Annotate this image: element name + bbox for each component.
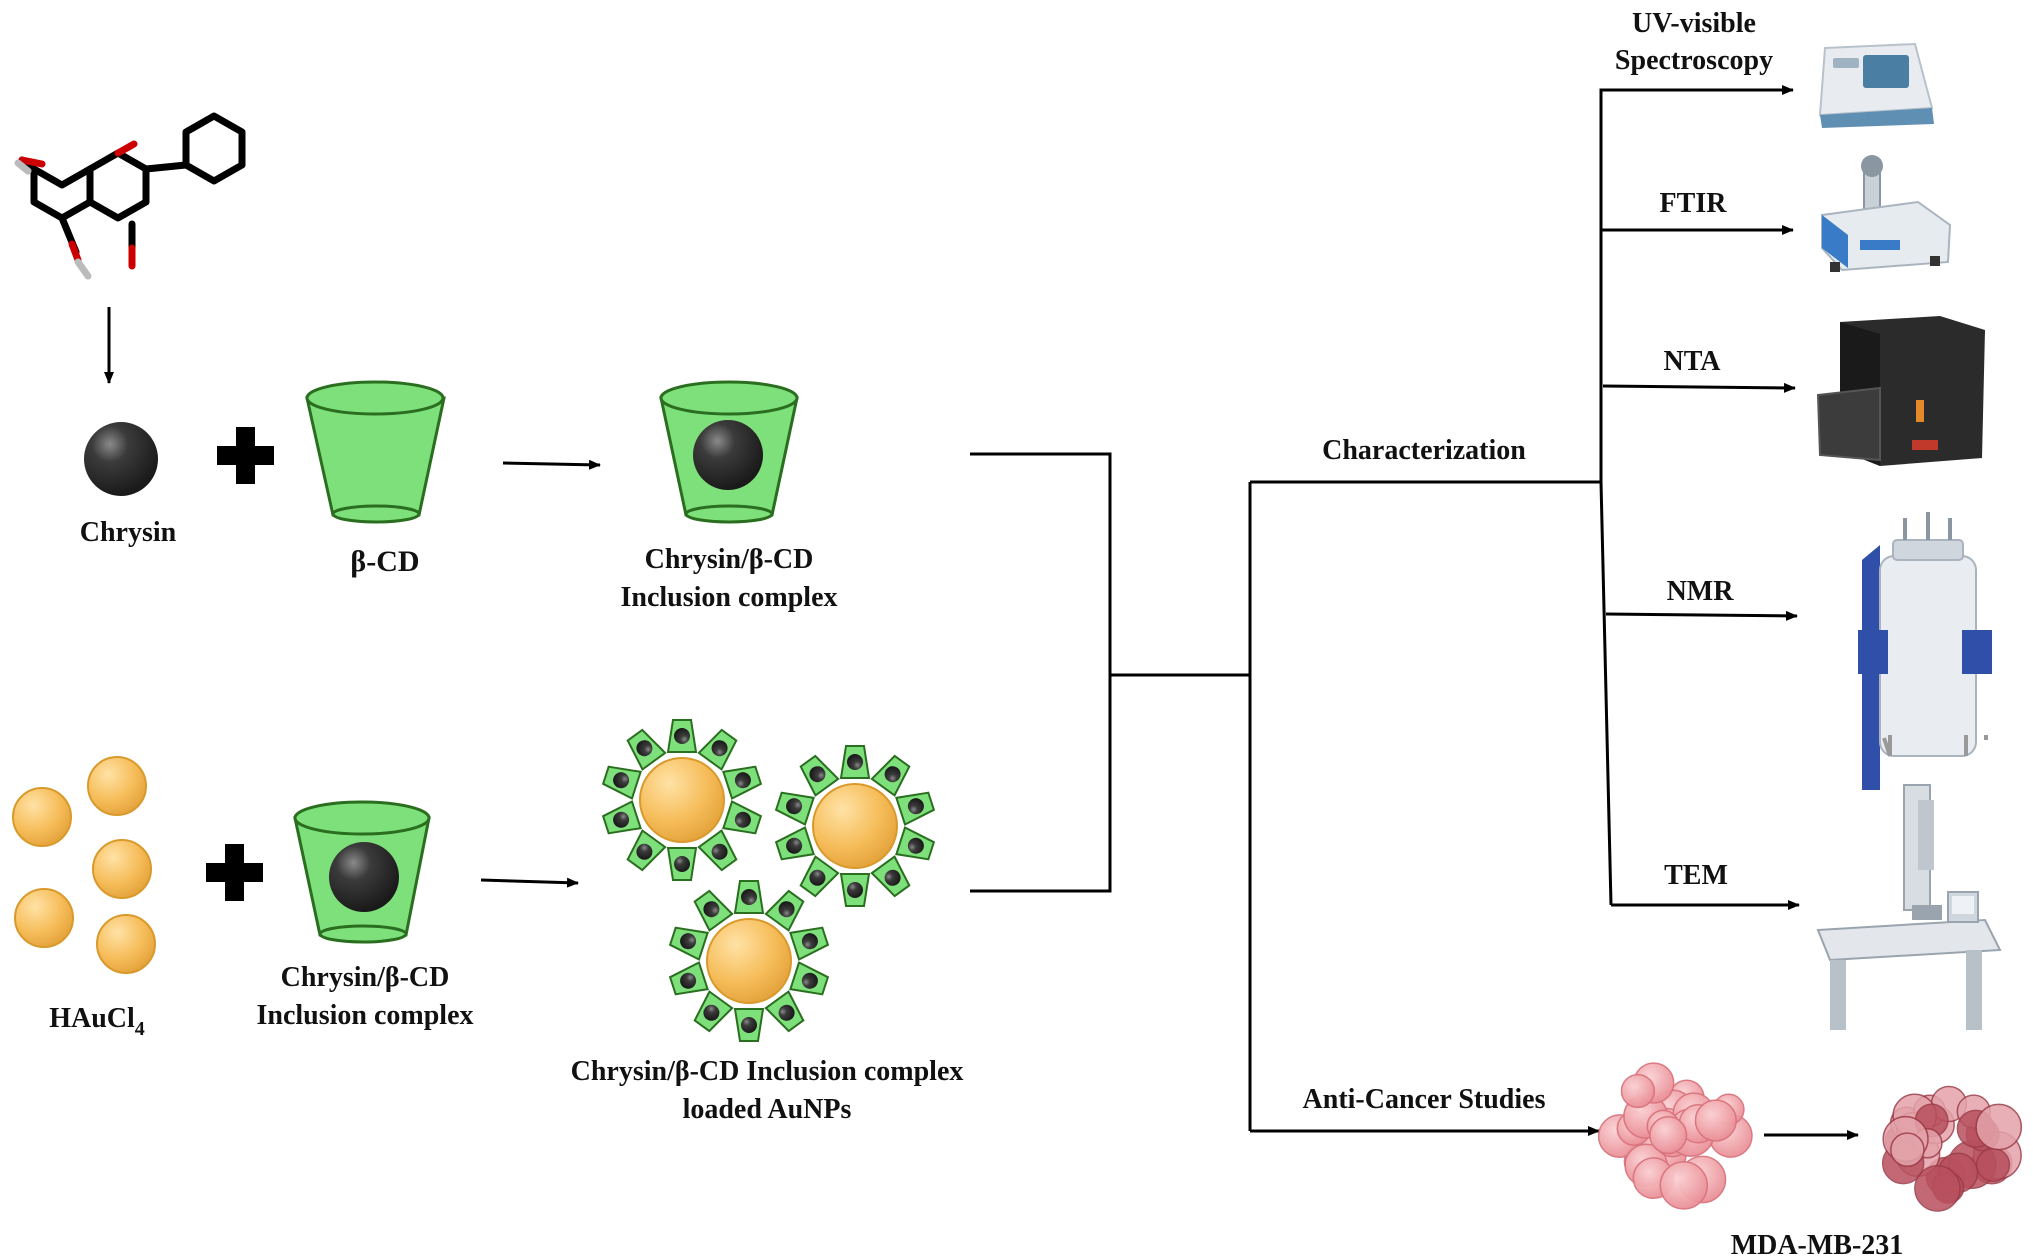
inclusion-title: Chrysin/β-CD	[645, 544, 814, 575]
aunp-cup-icon	[722, 760, 764, 800]
inclusion2-subtitle: Inclusion complex	[256, 1000, 473, 1031]
uv-label-line1: UV-visible	[1632, 8, 1756, 39]
aunp-cup-icon	[789, 921, 831, 961]
inclusion-complex-icon-2	[293, 800, 431, 944]
nmr-label: NMR	[1667, 576, 1735, 607]
aunp-cup-icon	[600, 800, 642, 840]
nta-label: NTA	[1663, 346, 1721, 377]
aunp-cup-icon	[773, 826, 815, 866]
to-inclusion-arrow	[502, 459, 601, 470]
cancer-cell-cluster-icon	[1597, 1062, 1753, 1210]
aunp-cup-icon	[840, 745, 870, 779]
cell-icon	[1890, 1132, 1925, 1168]
cell-line-label: MDA-MB-231	[1731, 1230, 1904, 1260]
nta-instrument-icon	[1816, 316, 1985, 466]
aunp-cup-icon	[600, 760, 642, 800]
aunp-cup-icon	[697, 829, 742, 874]
anticancer-label: Anti-Cancer Studies	[1303, 1084, 1546, 1115]
aunp-cup-icon	[870, 752, 915, 797]
chrysin-label: Chrysin	[80, 517, 177, 548]
aunp-cup-icon	[795, 855, 840, 900]
haucl4-label: HAuCl4	[49, 1003, 145, 1040]
aunp-core-icon	[812, 783, 898, 869]
aunp-core-icon	[706, 918, 792, 1004]
aunp-cup-icon	[895, 786, 937, 826]
plus-icon	[217, 427, 274, 484]
tem-microscope-icon	[1816, 784, 2002, 1030]
aunp-label-line2: loaded AuNPs	[683, 1094, 852, 1125]
aunp-cup-icon	[764, 887, 809, 932]
merge-connector	[970, 452, 1601, 1131]
aunp-cup-icon	[622, 829, 667, 874]
nmr-magnet-icon	[1858, 512, 1992, 790]
aunp-cup-icon	[689, 887, 734, 932]
tem-label: TEM	[1664, 860, 1728, 891]
aunp-cup-icon	[870, 855, 915, 900]
cell-icon	[1975, 1103, 2023, 1151]
inclusion2-title: Chrysin/β-CD	[281, 962, 450, 993]
inclusion-complex-icon	[659, 380, 799, 524]
beta-cd-label: β-CD	[350, 545, 419, 578]
aunp-cup-icon	[773, 786, 815, 826]
nmr-arrow	[1605, 610, 1798, 621]
aunp-cup-icon	[697, 726, 742, 771]
aunp-cup-icon	[840, 873, 870, 907]
ftir-instrument-icon	[1821, 155, 1952, 272]
gold-particles-icon	[12, 756, 156, 974]
ftir-label: FTIR	[1660, 188, 1728, 219]
aunp-cup-icon	[667, 921, 709, 961]
chrysin-ball-icon	[84, 422, 158, 496]
cell-icon	[1694, 1099, 1737, 1142]
cell-icon	[1914, 1165, 1961, 1212]
aunp-cup-icon	[795, 752, 840, 797]
aunp-cup-icon	[895, 826, 937, 866]
aunp-cup-icon	[734, 880, 764, 914]
aunp-cluster-icon	[600, 719, 937, 1042]
inclusion-subtitle: Inclusion complex	[620, 582, 837, 613]
aunp-cup-icon	[722, 800, 764, 840]
uv-label-line2: Spectroscopy	[1615, 45, 1773, 76]
beta-cd-cup-icon	[305, 380, 446, 524]
aunp-cup-icon	[689, 990, 734, 1035]
plus-icon-2	[206, 844, 263, 901]
characterization-label: Characterization	[1322, 435, 1526, 466]
cell-icon	[1649, 1116, 1688, 1155]
cell-icon	[1659, 1161, 1709, 1210]
aunp-cup-icon	[764, 990, 809, 1035]
chrysin-structure-icon	[14, 112, 246, 280]
nta-arrow	[1602, 382, 1796, 393]
aunp-cup-icon	[667, 719, 697, 753]
cell-icon	[1975, 1147, 2011, 1182]
aunp-core-icon	[639, 757, 725, 843]
to-aunp-arrow	[480, 877, 579, 888]
uv-spectrometer-icon	[1818, 42, 1934, 128]
aunp-label-line1: Chrysin/β-CD Inclusion complex	[571, 1056, 964, 1087]
treated-cell-cluster-icon	[1881, 1085, 2023, 1212]
characterization-branch	[1599, 88, 1613, 906]
aunp-cup-icon	[734, 1008, 764, 1042]
aunp-cup-icon	[622, 726, 667, 771]
cell-icon	[1620, 1073, 1656, 1109]
aunp-cup-icon	[789, 961, 831, 1001]
aunp-cup-icon	[667, 961, 709, 1001]
aunp-cup-icon	[667, 847, 697, 881]
